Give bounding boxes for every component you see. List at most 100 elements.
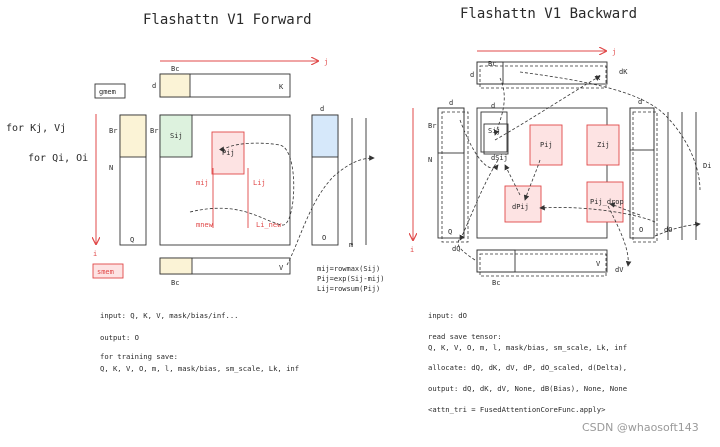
- backward-q-d: d: [449, 99, 453, 107]
- forward-i-label: i: [93, 250, 97, 258]
- forward-title: Flashattn V1 Forward: [143, 12, 312, 28]
- backward-dq-matrix: [441, 111, 469, 243]
- backward-flow-k-to-s: [493, 77, 505, 136]
- backward-o-label: O: [639, 226, 643, 234]
- backward-flow-s-to-dk: [494, 75, 601, 141]
- backward-flow-do-to-dp: [539, 204, 656, 223]
- forward-lnew-label: Li_new: [256, 221, 282, 229]
- forward-o-block: [311, 114, 339, 158]
- backward-dv-matrix: [479, 253, 607, 277]
- backward-q-n: N: [428, 156, 432, 164]
- backward-o-block: [629, 107, 655, 151]
- forward-q-label: Q: [130, 236, 134, 244]
- backward-q-label: Q: [448, 228, 452, 236]
- backward-v-bc: Bc: [492, 279, 500, 287]
- backward-dsij-label: dSij: [491, 154, 508, 162]
- backward-dsij-block: [483, 123, 509, 155]
- smem-label: smem: [97, 268, 114, 276]
- forward-k-bc: Bc: [171, 65, 179, 73]
- backward-flow-p-to-dp: [523, 159, 541, 201]
- backward-note-4: output: dQ, dK, dV, None, dB(Bias), None…: [428, 384, 627, 393]
- backward-k-block: [476, 61, 504, 85]
- forward-s-matrix: [159, 114, 291, 246]
- backward-note-1: read save tensor:: [428, 332, 502, 341]
- backward-sij-label: Sij: [488, 127, 501, 135]
- backward-flow-do-to-pdrop: [609, 202, 641, 216]
- backward-zij-block: [586, 124, 620, 166]
- backward-q-br: Br: [428, 122, 436, 130]
- backward-zij-label: Zij: [597, 141, 610, 149]
- backward-title: Flashattn V1 Backward: [460, 6, 637, 22]
- backward-k-label: K: [596, 74, 601, 82]
- backward-j-label: j: [612, 48, 616, 56]
- gmem-box: [94, 83, 126, 99]
- backward-dpij-label: dPij: [512, 203, 529, 211]
- backward-note-2: Q, K, V, O, m, l, mask/bias, sm_scale, L…: [428, 343, 627, 352]
- forward-k-d: d: [152, 82, 156, 90]
- forward-mij-label: mij: [196, 179, 209, 187]
- forward-eq-2: Pij=exp(Sij-mij): [317, 275, 384, 283]
- forward-j-label: j: [324, 58, 328, 66]
- backward-note-0: input: dO: [428, 311, 467, 320]
- forward-v-label: V: [279, 264, 284, 272]
- forward-eq-3: Lij=rowsum(Pij): [317, 285, 380, 293]
- forward-eq-1: mij=rowmax(Sij): [317, 265, 380, 273]
- backward-pijdrop-label: Pij_drop: [590, 198, 624, 206]
- forward-note-2: for training save:: [100, 352, 178, 361]
- backward-flow-dp-to-ds: [504, 164, 521, 196]
- forward-q-br: Br: [109, 127, 117, 135]
- backward-flow-pdrop-to-dv: [607, 205, 632, 267]
- forward-m-label: m: [349, 241, 353, 249]
- backward-pij-label: Pij: [540, 141, 553, 149]
- backward-dk-label: dK: [619, 68, 628, 76]
- forward-lij-label: Lij: [253, 179, 266, 187]
- forward-sij-block: [159, 114, 193, 158]
- forward-o-d: d: [320, 105, 324, 113]
- backward-dv-label: dV: [615, 266, 624, 274]
- watermark: CSDN @whaosoft143: [582, 421, 699, 434]
- backward-k-d: d: [470, 71, 474, 79]
- backward-flow-q-to-ds: [459, 119, 499, 171]
- loop-kv-label: for Kj, Vj: [6, 123, 66, 134]
- backward-panel: Flashattn V1 Backward j i Bc d dK K Br N…: [410, 6, 711, 414]
- backward-v-matrix: [476, 249, 608, 273]
- backward-o-matrix: [629, 107, 655, 239]
- backward-s-matrix: [476, 107, 608, 239]
- backward-flow-v-loop: [457, 237, 476, 261]
- backward-dk-matrix: [479, 65, 607, 89]
- forward-v-block: [159, 257, 193, 275]
- backward-s-d: d: [491, 102, 495, 110]
- backward-v-label: V: [596, 260, 601, 268]
- forward-flow-arrow-2: [286, 155, 375, 266]
- forward-k-block: [159, 73, 191, 98]
- forward-mnew-label: mnew: [196, 221, 214, 229]
- backward-k-matrix: [476, 61, 608, 85]
- loop-qo-label: for Qi, Oi: [28, 153, 88, 164]
- gmem-label: gmem: [99, 88, 116, 96]
- backward-pij-block: [529, 124, 563, 166]
- forward-s-br: Br: [150, 127, 158, 135]
- forward-pij-block: [211, 131, 245, 175]
- backward-dq-label: dQ: [452, 245, 460, 253]
- forward-o-label: O: [322, 234, 326, 242]
- forward-note-1: output: O: [100, 333, 139, 342]
- forward-note-3: Q, K, V, O, m, l, mask/bias, sm_scale, L…: [100, 364, 299, 373]
- backward-note-3: allocate: dQ, dK, dV, dP, dO_scaled, d(D…: [428, 363, 627, 372]
- forward-v-bc: Bc: [171, 279, 179, 287]
- forward-note-0: input: Q, K, V, mask/bias/inf...: [100, 311, 238, 320]
- forward-flow-arrow-1: [189, 142, 295, 226]
- backward-i-label: i: [410, 246, 414, 254]
- backward-pijdrop-block: [586, 181, 624, 223]
- smem-box: [92, 263, 124, 279]
- forward-panel: Flashattn V1 Forward j i gmem smem Bc d …: [6, 12, 384, 373]
- backward-dpij-block: [504, 185, 542, 223]
- backward-note-5: <attn_tri = FusedAttentionCoreFunc.apply…: [428, 405, 606, 414]
- forward-pij-label: Pij: [222, 149, 235, 157]
- backward-o-d: d: [638, 98, 642, 106]
- backward-flow-ds-to-dq: [459, 159, 499, 241]
- backward-do-matrix: [632, 111, 658, 243]
- backward-v-block: [476, 249, 516, 273]
- forward-sij-label: Sij: [170, 132, 183, 140]
- forward-q-n: N: [109, 164, 113, 172]
